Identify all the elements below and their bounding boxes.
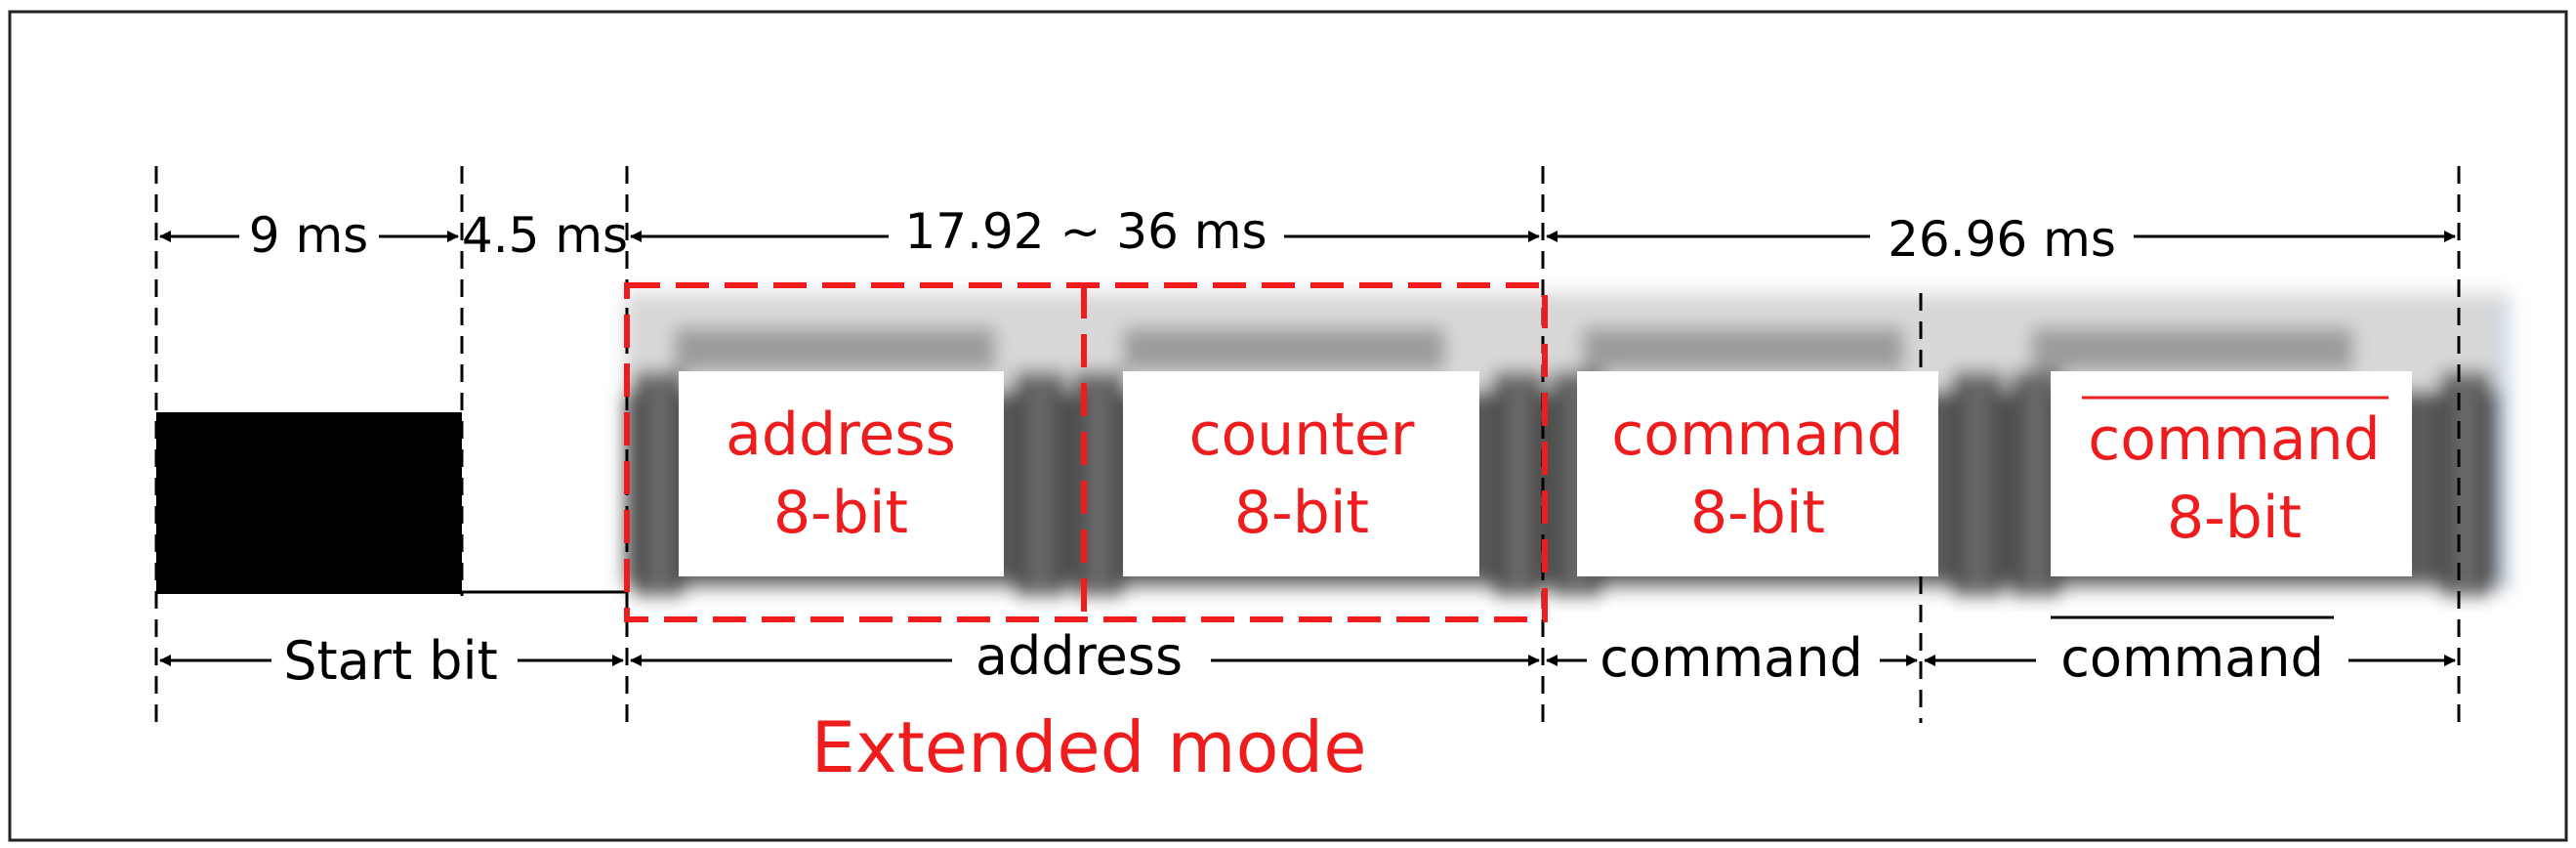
label-leader-pulse-time: 9 ms [249,207,368,264]
field-command-inverted-bits: 8-bit [2167,484,2302,552]
label-command-inverted-span: command [2060,627,2324,689]
field-boxes [679,371,2412,576]
label-command-span: command [1600,627,1863,689]
caption-extended-mode: Extended mode [810,706,1366,788]
leader-pulse [156,412,462,594]
label-address-counter-time: 17.92 ~ 36 ms [904,203,1267,260]
field-address-name: address [726,401,956,469]
field-counter-name: counter [1189,401,1415,469]
label-leader-space-time: 4.5 ms [462,207,628,264]
field-address: address 8-bit [726,401,956,547]
field-command-name: command [1611,401,1903,469]
field-command: command 8-bit [1611,401,1903,547]
field-command-inverted-name: command [2088,405,2380,474]
field-counter-bits: 8-bit [1234,479,1369,547]
field-command-inverted: command 8-bit [2082,396,2389,552]
field-address-bits: 8-bit [773,479,908,547]
extended-mode-highlight [624,282,1548,622]
label-command-time: 26.96 ms [1888,211,2116,268]
label-start-bit: Start bit [283,630,498,692]
field-counter: counter 8-bit [1189,401,1415,547]
label-address-span: address [976,625,1183,687]
field-command-bits: 8-bit [1690,479,1825,547]
